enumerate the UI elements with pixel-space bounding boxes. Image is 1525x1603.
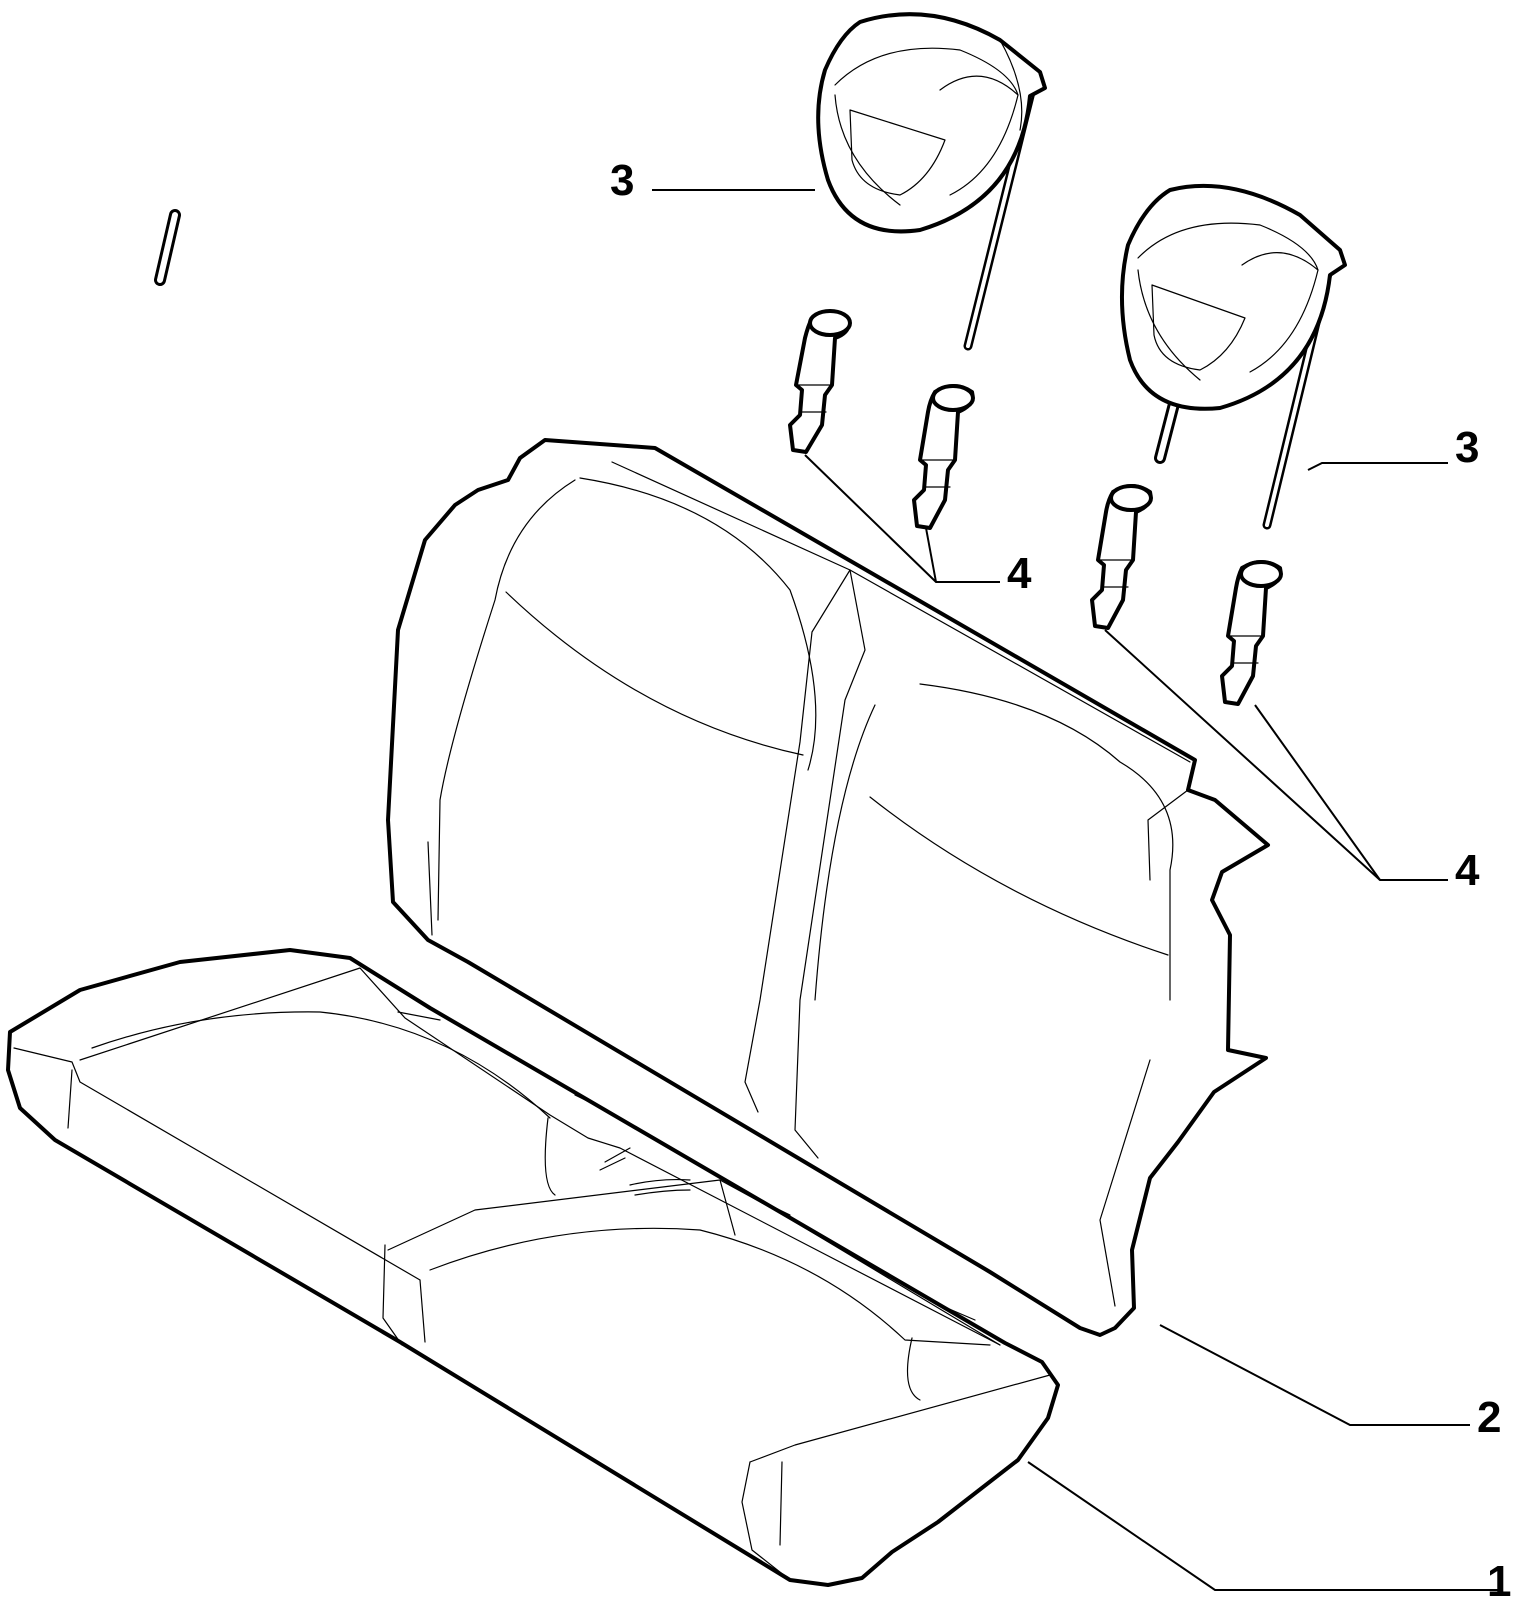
backrest: [386, 438, 1270, 1337]
headrest-right: [1119, 183, 1347, 530]
callout-cushion: 1: [1487, 1557, 1511, 1603]
headrest-left: [154, 12, 1047, 351]
headrest-guide-4: [1220, 560, 1283, 706]
callout-headrest-left: 3: [610, 156, 634, 205]
callout-backrest: 2: [1477, 1393, 1501, 1442]
headrest-guide-1: [788, 309, 852, 454]
leader-lines: [652, 189, 1500, 1591]
callout-guides-right: 4: [1455, 846, 1480, 895]
callout-headrest-right: 3: [1455, 423, 1479, 472]
callout-labels: 3 3 4 4 2 1: [610, 156, 1511, 1603]
headrest-guide-2: [912, 384, 975, 530]
callout-guides-left: 4: [1007, 549, 1032, 598]
seat-cushion: [6, 948, 1060, 1587]
headrest-guide-3: [1090, 484, 1153, 630]
